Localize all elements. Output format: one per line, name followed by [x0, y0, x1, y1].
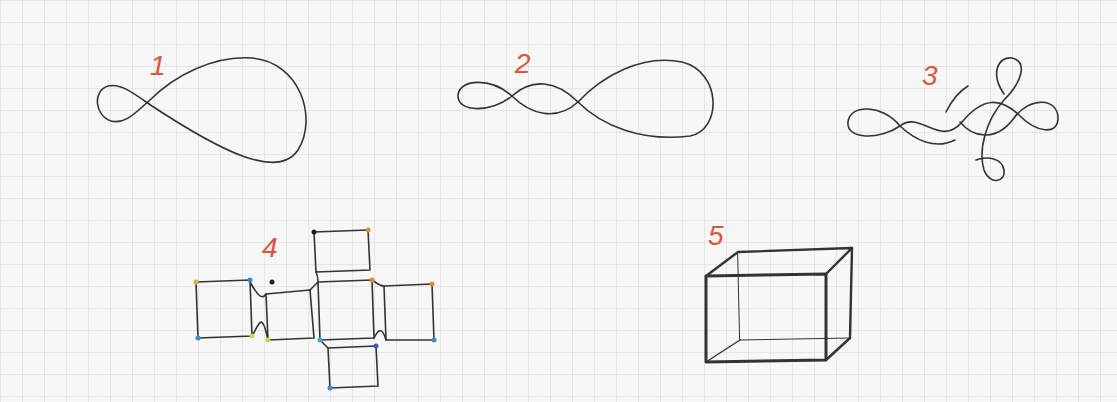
figure-number: 3 — [922, 62, 938, 90]
knot-figure-3 — [848, 58, 1058, 181]
figure-number: 2 — [515, 50, 531, 78]
figure-number: 5 — [708, 222, 724, 250]
corner-dots — [194, 228, 437, 391]
square-net-figure-4 — [196, 230, 434, 388]
figure-number: 4 — [262, 234, 278, 262]
cube-figure-5 — [706, 248, 852, 362]
figure-number: 1 — [150, 52, 166, 80]
loop-curve-2 — [458, 60, 713, 137]
loop-curve-1 — [97, 58, 306, 163]
